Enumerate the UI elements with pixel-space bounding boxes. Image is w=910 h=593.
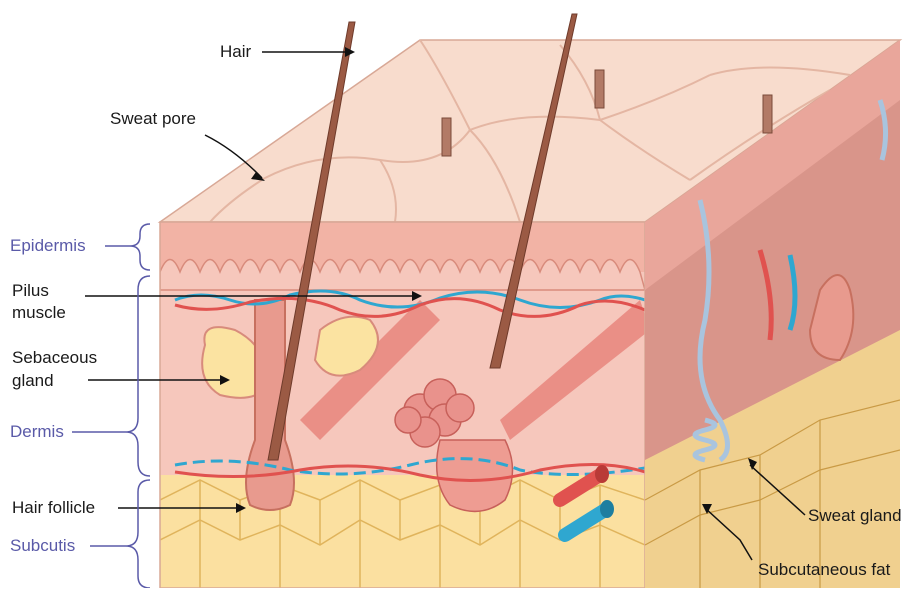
deep-gland — [437, 440, 513, 511]
label-subcutis: Subcutis — [10, 536, 75, 556]
label-pilus-muscle-line1: Pilus — [12, 281, 49, 301]
label-sweat-gland: Sweat gland — [808, 506, 902, 526]
brace-subcutis — [126, 480, 150, 588]
label-sweat-pore: Sweat pore — [110, 109, 196, 129]
label-sebaceous-gland-line2: gland — [12, 371, 54, 391]
label-subcutaneous-fat: Subcutaneous fat — [758, 560, 890, 580]
brace-epidermis — [130, 224, 150, 270]
hair-stub-3 — [763, 95, 772, 133]
brace-dermis — [126, 276, 150, 476]
label-sebaceous-gland-line1: Sebaceous — [12, 348, 97, 368]
label-epidermis: Epidermis — [10, 236, 86, 256]
label-pilus-muscle-line2: muscle — [12, 303, 66, 323]
hair-stub-2 — [595, 70, 604, 108]
label-dermis: Dermis — [10, 422, 64, 442]
layer-braces — [126, 224, 150, 588]
front-face — [160, 222, 650, 588]
label-hair: Hair — [220, 42, 251, 62]
label-hair-follicle: Hair follicle — [12, 498, 95, 518]
hair-stub-1 — [442, 118, 451, 156]
